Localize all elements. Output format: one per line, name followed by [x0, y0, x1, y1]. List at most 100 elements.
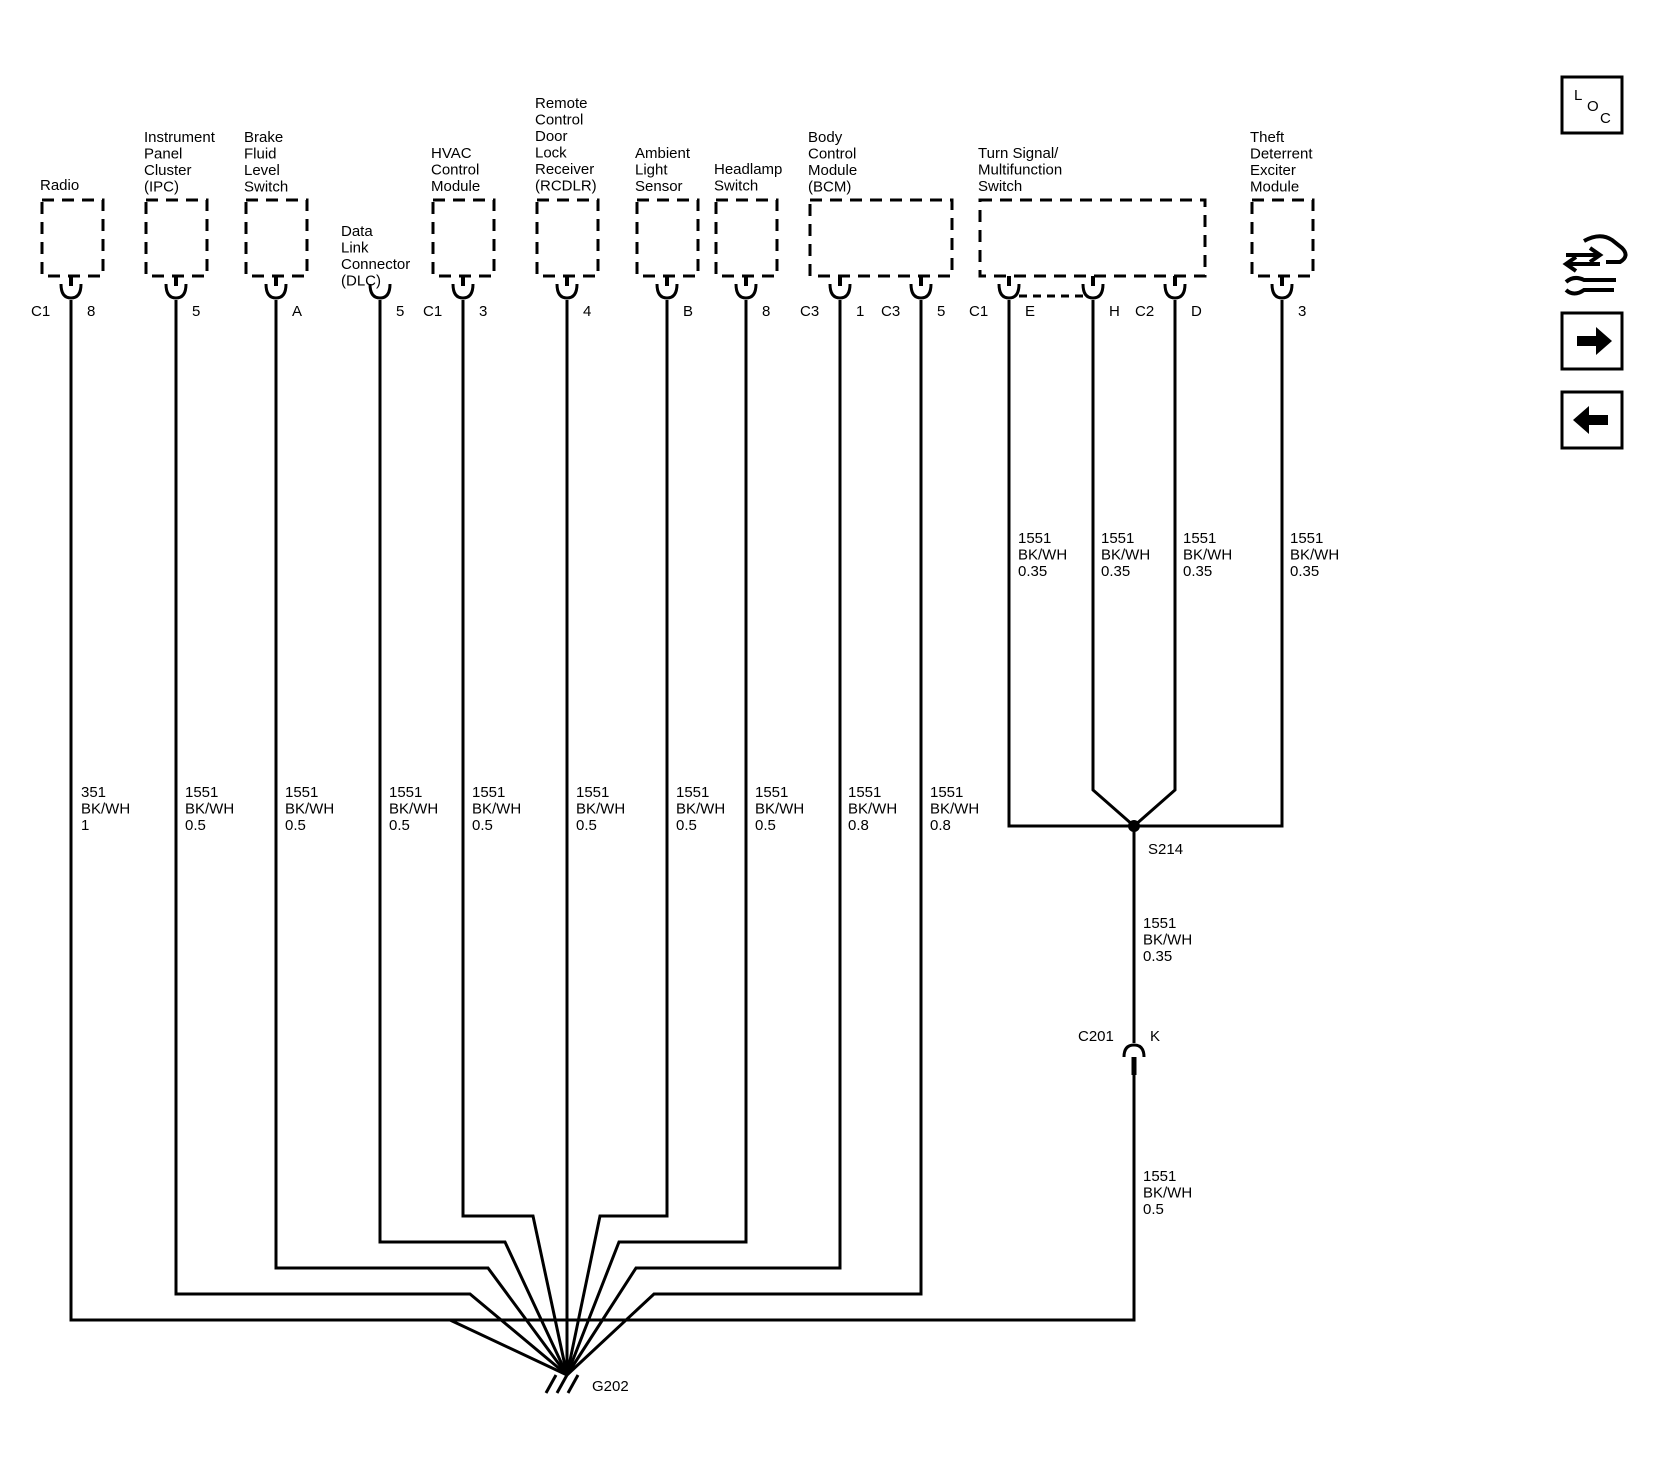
pin-number: B [683, 303, 693, 320]
pin-arc [734, 283, 758, 300]
wire-tsE [1007, 300, 1134, 828]
pin-number: H [1109, 303, 1120, 320]
connector-arc [1122, 1043, 1146, 1058]
wire-tsH [1091, 300, 1135, 828]
wire-circuit: 1551 [1143, 915, 1176, 932]
connector-name: C2 [1135, 303, 1154, 320]
wire-size: 0.8 [930, 817, 951, 834]
arrow-right-icon[interactable] [1560, 311, 1624, 371]
connector-name: C3 [881, 303, 900, 320]
wire-color: BK/WH [1143, 932, 1192, 949]
wire-color: BK/WH [1143, 1185, 1192, 1202]
component-label: Instrument [144, 129, 216, 146]
wire-color: BK/WH [285, 801, 334, 818]
wire-ambient [565, 300, 669, 1376]
splice-s214: S214 [1128, 820, 1183, 858]
pin-number: D [1191, 303, 1202, 320]
pin-arc [1163, 283, 1187, 300]
component-box [431, 198, 496, 278]
wire-size: 0.5 [755, 817, 776, 834]
wire-bcm5 [565, 300, 923, 1377]
wire-size: 0.5 [676, 817, 697, 834]
component-label: (BCM) [808, 179, 851, 196]
wire-dlc [378, 300, 569, 1376]
pin-number: 8 [87, 303, 95, 320]
wire-labels: 351BK/WH11551BK/WH0.51551BK/WH0.51551BK/… [81, 530, 1339, 1218]
pin-number: A [292, 303, 302, 320]
connector-pin: 4 [555, 276, 591, 320]
loc-button[interactable]: L O C [1560, 75, 1624, 135]
component-box [40, 198, 105, 278]
component-label: Theft [1250, 129, 1285, 146]
wire-hvac [461, 300, 569, 1376]
component-box [144, 198, 209, 278]
wire-circuit: 1551 [1101, 530, 1134, 547]
wire-theft [1134, 300, 1284, 828]
wire-circuit: 1551 [930, 784, 963, 801]
connector-pin: 5 [368, 283, 404, 320]
pin-arc [555, 283, 579, 300]
pin-number: 1 [856, 303, 864, 320]
component-label: Sensor [635, 178, 683, 195]
component-label: Module [808, 162, 857, 179]
wire-circuit: 1551 [676, 784, 709, 801]
pin-number: 5 [396, 303, 404, 320]
wire-color: BK/WH [1101, 547, 1150, 564]
wrench-arrows-icon[interactable] [1562, 234, 1628, 296]
wire-color: BK/WH [81, 801, 130, 818]
component-label: Switch [244, 179, 288, 196]
component-label: (IPC) [144, 179, 179, 196]
connector-name: C3 [800, 303, 819, 320]
inline-connector-c201: C201 K [1078, 1028, 1160, 1058]
wire-size: 0.5 [389, 817, 410, 834]
wire-circuit: 1551 [1143, 1168, 1176, 1185]
component-label: (DLC) [341, 273, 381, 290]
wire-circuit: 1551 [1018, 530, 1051, 547]
wire-radio [69, 300, 568, 1377]
component-label: Radio [40, 177, 79, 194]
component-label: Light [635, 162, 668, 179]
wire-color: BK/WH [389, 801, 438, 818]
wire-circuit: 1551 [848, 784, 881, 801]
component-label: Exciter [1250, 162, 1296, 179]
loc-letter-l: L [1574, 87, 1582, 104]
component-label: Switch [714, 178, 758, 195]
arrow-left-icon[interactable] [1560, 390, 1624, 450]
wire-size: 0.35 [1018, 563, 1047, 580]
component-label: Panel [144, 146, 182, 163]
pin-arc [1270, 283, 1294, 300]
wire-size: 0.35 [1290, 563, 1319, 580]
connector-pin: 8 [734, 276, 770, 320]
component-label: Multifunction [978, 162, 1062, 179]
pin-arc [655, 283, 679, 300]
wire-bcm1 [565, 300, 842, 1376]
wire-color: BK/WH [576, 801, 625, 818]
component-label: Module [431, 178, 480, 195]
wire-circuit: 1551 [185, 784, 218, 801]
ground-hatch [566, 1374, 580, 1394]
component-label: Deterrent [1250, 146, 1313, 163]
component-label: Switch [978, 178, 1022, 195]
wire-size: 0.5 [1143, 1201, 1164, 1218]
wire-circuit: 1551 [285, 784, 318, 801]
wire-color: BK/WH [848, 801, 897, 818]
wire-size: 0.35 [1101, 563, 1130, 580]
splice-dot [1128, 820, 1140, 832]
pin-arc [368, 283, 392, 300]
component-label: Turn Signal/ [978, 145, 1059, 162]
loc-letter-c: C [1600, 110, 1611, 127]
component-box [978, 198, 1207, 278]
